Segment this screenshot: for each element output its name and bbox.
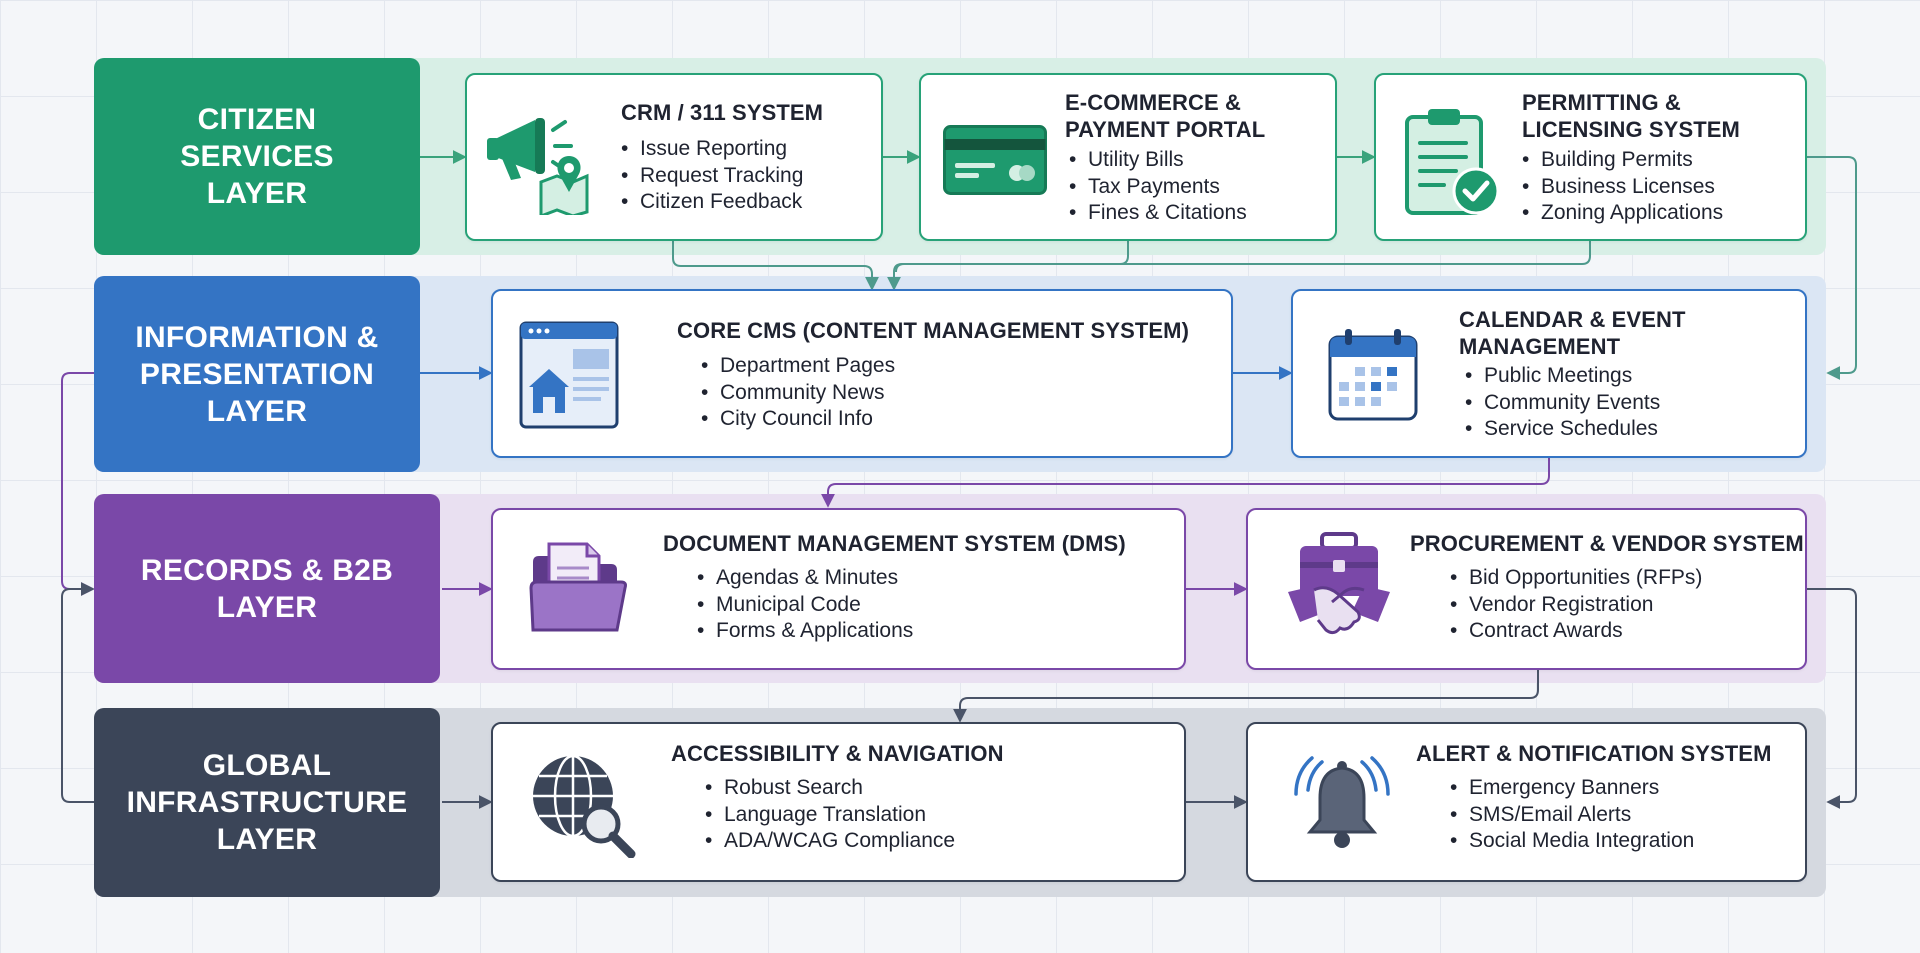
calendar-icon [1327,327,1419,423]
list-item: Bid Opportunities (RFPs) [1450,565,1702,592]
list-item: Business Licenses [1522,174,1723,201]
briefcase-handshake-icon [1286,532,1392,644]
arrow-information-to-records [61,372,95,596]
alert-notification-card[interactable]: ALERT & NOTIFICATION SYSTEM Emergency Ba… [1246,722,1807,882]
dms-list: Agendas & Minutes Municipal Code Forms &… [697,565,913,645]
permitting-licensing-title: PERMITTING & LICENSING SYSTEM [1522,90,1740,142]
accessibility-navigation-list: Robust Search Language Translation ADA/W… [705,775,955,855]
list-item: Building Permits [1522,147,1723,174]
citizen-layer-label: CITIZEN SERVICES LAYER [94,58,420,255]
information-layer-label: INFORMATION & PRESENTATION LAYER [94,276,420,472]
arrow-infrastructure-to-records [61,582,95,803]
list-item: Emergency Banners [1450,775,1694,802]
core-cms-card[interactable]: CORE CMS (CONTENT MANAGEMENT SYSTEM) Dep… [491,289,1233,458]
procurement-vendor-list: Bid Opportunities (RFPs) Vendor Registra… [1450,565,1702,645]
alert-notification-title: ALERT & NOTIFICATION SYSTEM [1416,741,1772,766]
list-item: Utility Bills [1069,147,1247,174]
records-layer-label: RECORDS & B2B LAYER [94,494,440,683]
list-item: Service Schedules [1465,416,1660,443]
permitting-licensing-card[interactable]: PERMITTING & LICENSING SYSTEM Building P… [1374,73,1807,241]
credit-card-icon [943,125,1047,195]
list-item: Community Events [1465,390,1660,417]
list-item: Robust Search [705,775,955,802]
ecommerce-payment-list: Utility Bills Tax Payments Fines & Citat… [1069,147,1247,227]
clipboard-check-icon [1404,105,1502,217]
list-item: Tax Payments [1069,174,1247,201]
list-item: Municipal Code [697,592,913,619]
dms-card[interactable]: DOCUMENT MANAGEMENT SYSTEM (DMS) Agendas… [491,508,1186,670]
list-item: Vendor Registration [1450,592,1702,619]
calendar-event-list: Public Meetings Community Events Service… [1465,363,1660,443]
list-item: Social Media Integration [1450,828,1694,855]
list-item: Department Pages [701,353,895,380]
list-item: Agendas & Minutes [697,565,913,592]
folder-document-icon [529,540,629,640]
procurement-vendor-card[interactable]: PROCUREMENT & VENDOR SYSTEM Bid Opportun… [1246,508,1807,670]
list-item: Request Tracking [621,163,803,190]
list-item: Language Translation [705,802,955,829]
list-item: SMS/Email Alerts [1450,802,1694,829]
core-cms-title: CORE CMS (CONTENT MANAGEMENT SYSTEM) [677,318,1190,343]
globe-search-icon [529,752,637,859]
accessibility-navigation-card[interactable]: ACCESSIBILITY & NAVIGATION Robust Search… [491,722,1186,882]
list-item: ADA/WCAG Compliance [705,828,955,855]
list-item: Community News [701,380,895,407]
ecommerce-payment-card[interactable]: E-COMMERCE & PAYMENT PORTAL Utility Bill… [919,73,1337,241]
list-item: Forms & Applications [697,618,913,645]
list-item: Contract Awards [1450,618,1702,645]
ecommerce-payment-title: E-COMMERCE & PAYMENT PORTAL [1065,90,1266,142]
crm-311-card[interactable]: CRM / 311 SYSTEM Issue Reporting Request… [465,73,883,241]
core-cms-list: Department Pages Community News City Cou… [701,353,895,433]
bell-alert-icon [1290,756,1394,854]
crm-311-list: Issue Reporting Request Tracking Citizen… [621,136,803,216]
procurement-vendor-title: PROCUREMENT & VENDOR SYSTEM [1410,531,1804,556]
list-item: Zoning Applications [1522,200,1723,227]
list-item: Citizen Feedback [621,189,803,216]
list-item: Fines & Citations [1069,200,1247,227]
permitting-licensing-list: Building Permits Business Licenses Zonin… [1522,147,1723,227]
megaphone-map-icon [487,100,591,219]
dms-title: DOCUMENT MANAGEMENT SYSTEM (DMS) [663,531,1126,556]
browser-home-icon [519,321,619,431]
alert-notification-list: Emergency Banners SMS/Email Alerts Socia… [1450,775,1694,855]
calendar-event-title: CALENDAR & EVENT MANAGEMENT [1459,307,1686,359]
list-item: City Council Info [701,406,895,433]
crm-311-title: CRM / 311 SYSTEM [621,100,824,125]
accessibility-navigation-title: ACCESSIBILITY & NAVIGATION [671,741,1004,766]
calendar-event-card[interactable]: CALENDAR & EVENT MANAGEMENT Public Meeti… [1291,289,1807,458]
list-item: Public Meetings [1465,363,1660,390]
list-item: Issue Reporting [621,136,803,163]
infrastructure-layer-label: GLOBAL INFRASTRUCTURE LAYER [94,708,440,897]
